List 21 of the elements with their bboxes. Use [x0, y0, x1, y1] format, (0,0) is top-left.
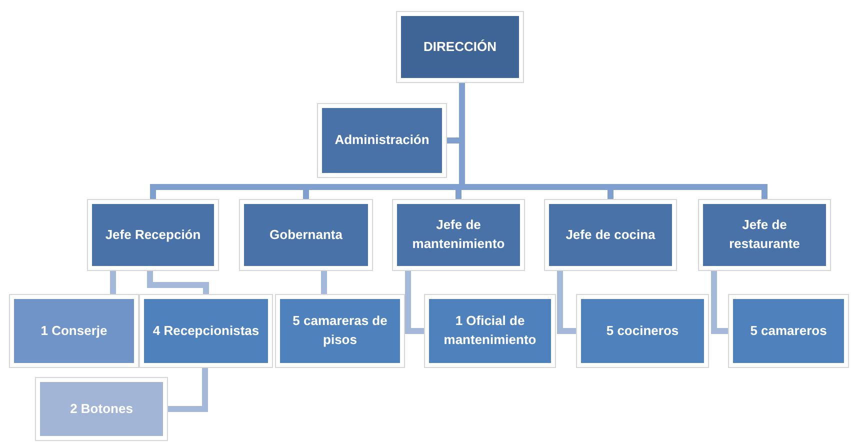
role-label: Jefe de mantenimiento [411, 216, 506, 253]
role-label: 5 camareros [750, 322, 827, 340]
role-label: Jefe Recepción [105, 226, 201, 244]
role-label: 5 cocineros [606, 322, 679, 340]
connector-line [557, 270, 577, 334]
role-label: Jefe de cocina [566, 226, 656, 244]
connector-line [147, 270, 209, 295]
connector-line [167, 367, 208, 412]
role-label: Gobernanta [270, 226, 342, 244]
role-label: Jefe de restaurante [728, 216, 801, 253]
role-label: 1 Conserje [40, 322, 108, 340]
connector-line [711, 270, 729, 334]
connector-line [321, 270, 327, 295]
role-label: Administración [334, 131, 430, 150]
role-label: 5 camareras de pisos [292, 312, 388, 349]
role-label: 2 Botones [70, 400, 133, 418]
role-label: 1 Oficial de mantenimiento [442, 312, 538, 349]
role-label: 4 Recepcionistas [152, 322, 260, 340]
role-label: DIRECCIÓN [424, 38, 496, 56]
connector-line [405, 270, 425, 334]
connector-line [110, 270, 116, 295]
